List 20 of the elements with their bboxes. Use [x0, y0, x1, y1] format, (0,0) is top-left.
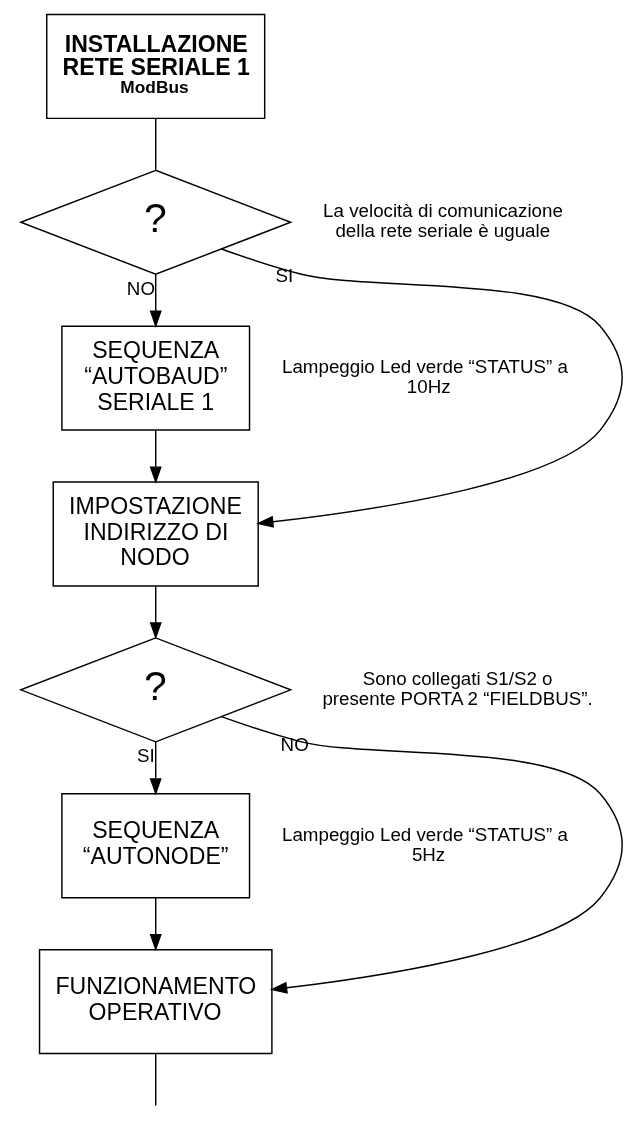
node-label: Lampeggio Led verde “STATUS” a 10Hz: [281, 355, 568, 398]
edge-label: SI: [136, 745, 155, 767]
arrow: [149, 741, 162, 796]
node-label: La velocità di comunicazione della rete seriale è uguale: [322, 200, 563, 242]
edge-label: NO: [126, 277, 155, 299]
node-label: Lampeggio Led verde “STATUS” a 5Hz: [281, 823, 568, 865]
arrow: [220, 248, 623, 528]
arrow: [149, 897, 162, 952]
node-box: SEQUENZA “AUTOBAUD” SERIALE 1: [60, 325, 250, 431]
arrow: [220, 715, 623, 994]
arrow: [149, 273, 162, 328]
arrow: [149, 585, 162, 640]
node-box: IMPOSTAZIONE INDIRIZZO DI NODO: [52, 481, 259, 587]
node-box: INSTALLAZIONE RETE SERIALE 1 ModBus: [45, 13, 265, 120]
connector: [154, 1052, 156, 1107]
arrow: [149, 429, 162, 484]
connector: [154, 117, 156, 171]
node-box: SEQUENZA “AUTONODE”: [60, 793, 250, 899]
node-box: FUNZIONAMENTO OPERATIVO: [38, 948, 273, 1055]
node-label: Sono collegati S1/S2 o presente PORTA 2 “FIELDBUS”.: [321, 667, 593, 709]
